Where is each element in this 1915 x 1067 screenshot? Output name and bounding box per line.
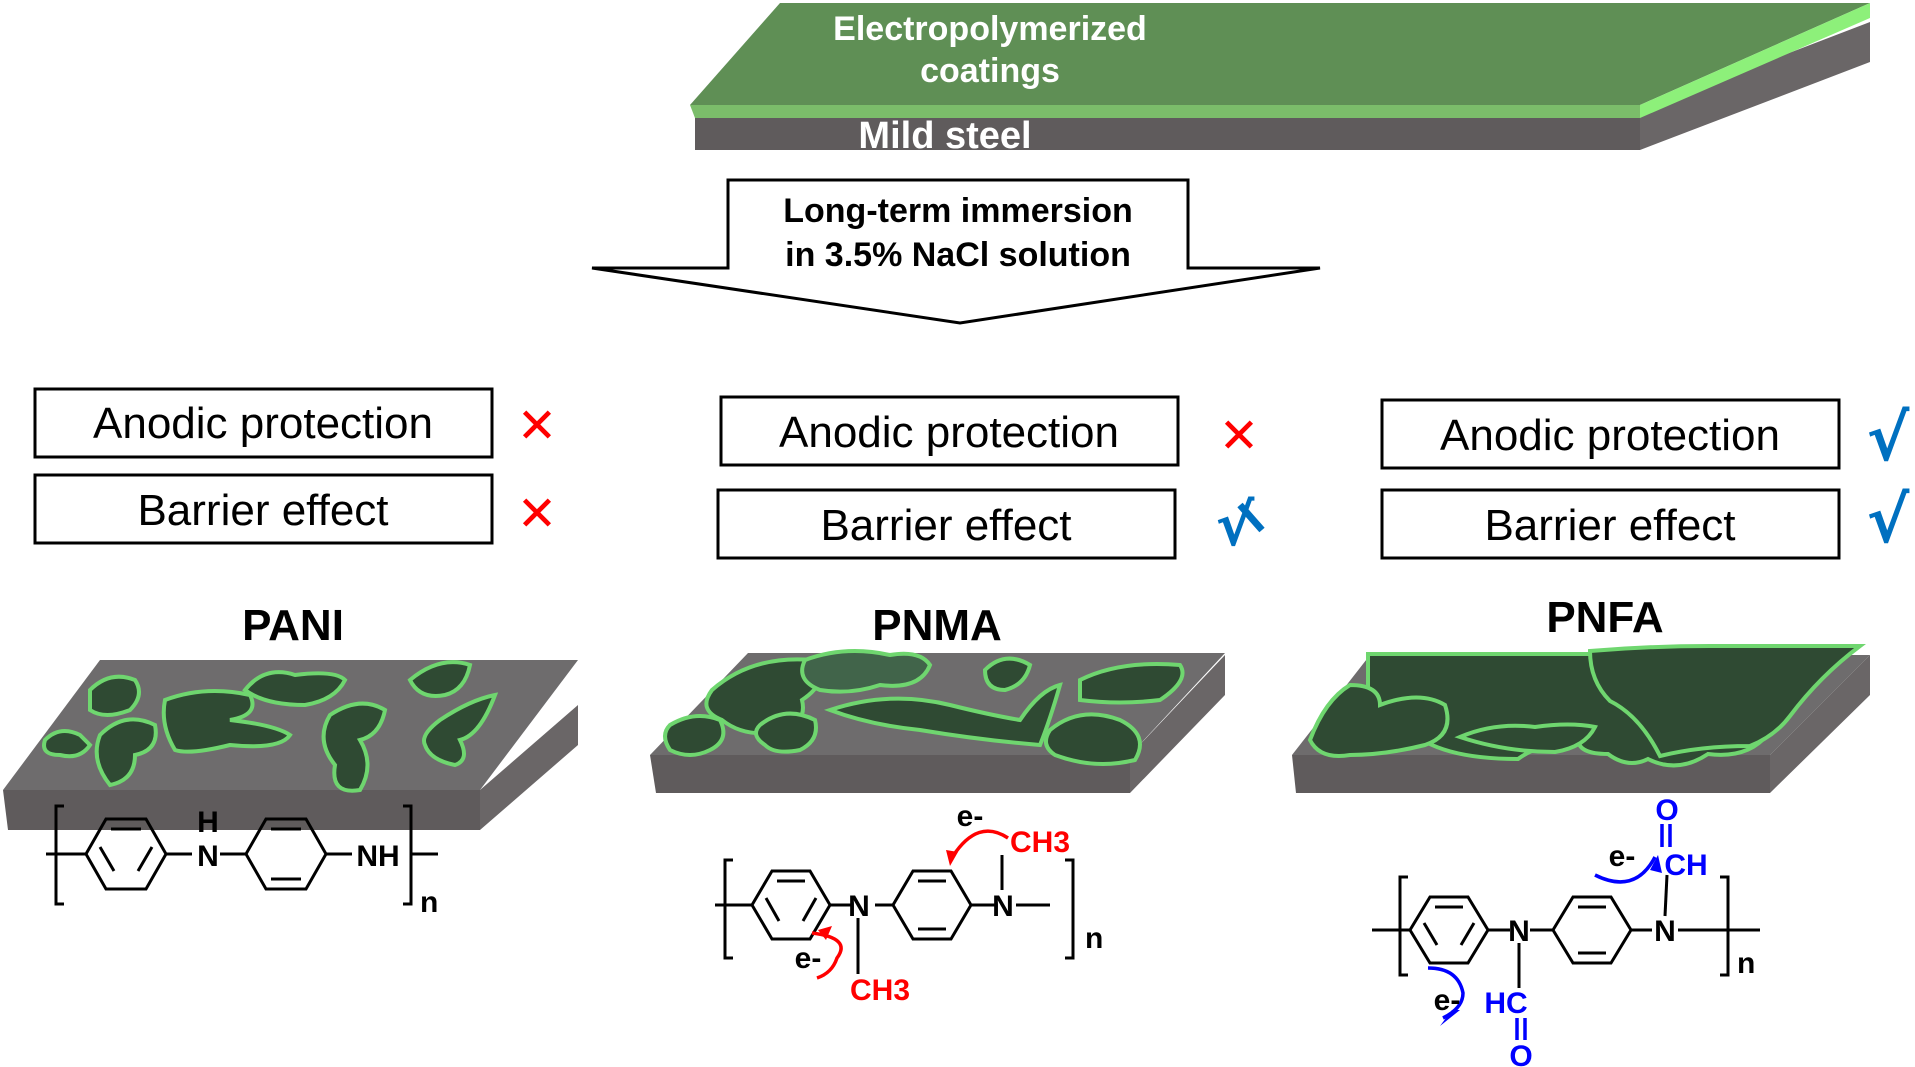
check-icon: √: [1867, 402, 1910, 476]
pnma-slab: [650, 649, 1225, 793]
electron-arrow-upper: [951, 829, 1009, 857]
methyl-group-upper: CH3: [1010, 826, 1070, 859]
electron-label: e-: [957, 800, 984, 833]
coating-top: [690, 3, 1870, 105]
arrowhead: [1650, 855, 1662, 873]
coating-islands: [663, 649, 1185, 766]
partial-check-icon: √: [1216, 491, 1265, 559]
electron-label: e-: [1609, 840, 1636, 873]
atom-n: N: [1654, 915, 1676, 948]
pnfa-structure: [1372, 874, 1760, 988]
svg-text:√: √: [1216, 491, 1255, 559]
property-box-anodic: [33, 387, 494, 459]
property-label: Anodic protection: [1440, 411, 1780, 460]
check-icon: √: [1867, 484, 1910, 558]
atom-n: N: [992, 890, 1014, 923]
oxygen-lower: O: [1509, 1040, 1532, 1067]
property-box-barrier: [1380, 488, 1841, 560]
atom-n: N: [848, 890, 870, 923]
pnfa-slab: [1292, 644, 1870, 793]
property-box-anodic: [1380, 398, 1841, 470]
repeat-n: n: [1737, 947, 1755, 980]
electron-label: e-: [795, 942, 822, 975]
arrowhead: [946, 850, 958, 866]
property-label: Barrier effect: [137, 486, 388, 535]
arrowhead: [818, 926, 832, 940]
panel-pnfa: Anodic protection √ Barrier effect √ PNF…: [1292, 398, 1910, 1067]
process-line2: in 3.5% NaCl solution: [785, 236, 1131, 274]
pani-slab: [3, 660, 578, 830]
repeat-n: n: [1085, 922, 1103, 955]
bracket-right: [1720, 875, 1730, 977]
coating-front-edge: [690, 105, 1640, 118]
coating-right-edge: [1640, 3, 1870, 118]
property-box-anodic: [719, 395, 1180, 467]
repeat-n: n: [420, 886, 438, 919]
atom-h: H: [197, 806, 219, 839]
coated-steel-slab: Electropolymerized coatings Mild steel: [690, 3, 1870, 157]
process-arrow: Long-term immersion in 3.5% NaCl solutio…: [591, 178, 1321, 325]
methyl-group-lower: CH3: [850, 974, 910, 1007]
atom-n: N: [1508, 915, 1530, 948]
cross-icon: ✕: [517, 486, 557, 542]
property-label: Anodic protection: [779, 408, 1119, 457]
coating-label-line2: coatings: [920, 52, 1060, 90]
property-label: Barrier effect: [1484, 501, 1735, 550]
bracket-right: [1065, 858, 1075, 960]
atom-n: N: [197, 840, 219, 873]
property-label: Anodic protection: [93, 399, 433, 448]
pnma-structure: [715, 855, 1075, 974]
substrate-label: Mild steel: [858, 115, 1031, 157]
arrowhead: [1440, 1010, 1460, 1026]
polymer-name: PNMA: [872, 601, 1002, 650]
down-arrow-shape: [591, 178, 1321, 325]
steel-right-side: [1640, 22, 1870, 150]
electron-label: e-: [1434, 984, 1461, 1017]
process-line1: Long-term immersion: [783, 192, 1132, 230]
polymer-name: PNFA: [1546, 593, 1663, 642]
pani-structure: [46, 804, 438, 906]
formyl-group-upper: CH: [1664, 849, 1707, 882]
oxygen-upper: O: [1655, 794, 1678, 827]
steel-side: [695, 110, 1640, 150]
electron-arrow-upper: [1594, 856, 1657, 884]
property-box-barrier: [33, 473, 494, 545]
coating-islands: [1307, 644, 1866, 768]
coating-islands: [42, 660, 499, 793]
bracket-left: [723, 858, 733, 960]
polymer-name: PANI: [242, 601, 344, 650]
panel-pnma: Anodic protection ✕ Barrier effect √ PNM…: [650, 395, 1265, 1007]
formyl-group-lower: HC: [1484, 987, 1527, 1020]
coating-label-line1: Electropolymerized: [833, 10, 1147, 48]
cross-icon: ✕: [517, 398, 557, 454]
atom-nh: NH: [356, 840, 399, 873]
panel-pani: Anodic protection ✕ Barrier effect ✕ PAN…: [3, 387, 578, 919]
electron-arrow-lower: [811, 931, 843, 980]
cross-icon: ✕: [1219, 408, 1259, 464]
bracket-left: [1398, 875, 1408, 977]
property-label: Barrier effect: [820, 501, 1071, 550]
carbonyl-bonds: [1515, 824, 1672, 1040]
property-box-barrier: [716, 488, 1177, 560]
